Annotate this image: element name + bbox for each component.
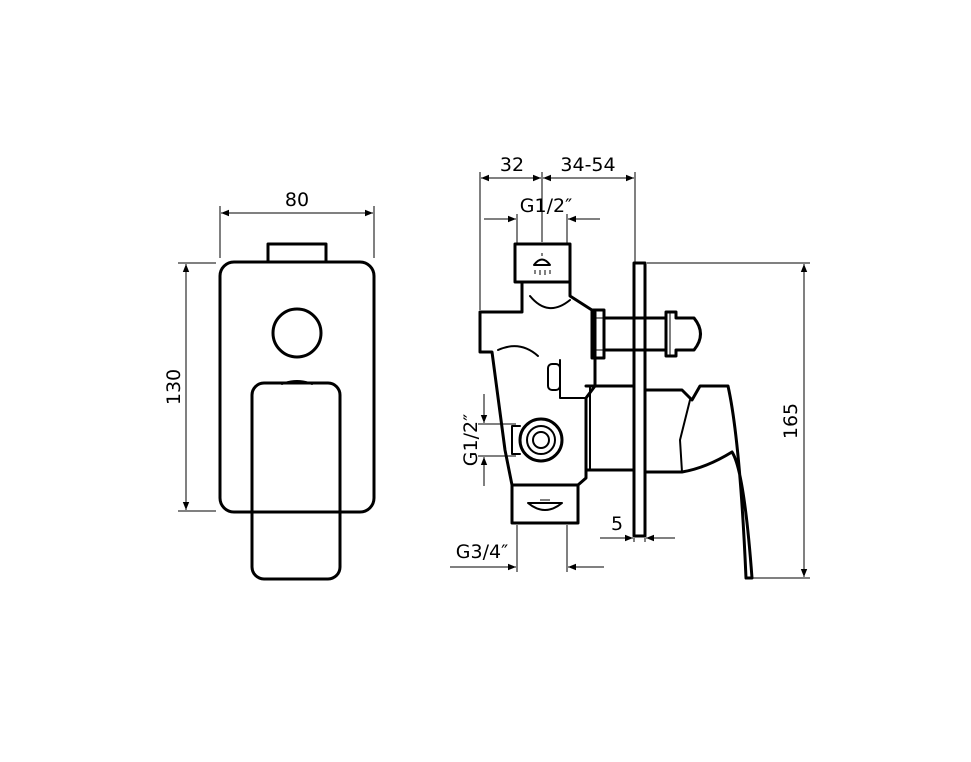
lever-handle-top xyxy=(281,380,313,385)
thread-outlet-top-label: G1/2″ xyxy=(520,195,572,217)
top-tab xyxy=(266,242,328,264)
thread-outlet-bottom-label: G3/4″ xyxy=(456,541,508,563)
total-height-label: 165 xyxy=(780,403,802,439)
inlet-fitting-outer xyxy=(518,417,564,463)
diverter-knob-side xyxy=(664,310,702,358)
bottom-outlet-cap xyxy=(510,483,580,525)
lever-side xyxy=(643,384,754,580)
lever-handle xyxy=(250,381,342,581)
side-view: 32 34-54 G1/2″ G1/2″ G3/4″ 5 165 xyxy=(450,154,810,580)
wall-plate-side xyxy=(632,261,647,538)
wall-plate xyxy=(218,260,376,514)
body-slot xyxy=(547,363,561,391)
thread-inlet-left-label: G1/2″ xyxy=(460,414,482,466)
inlet-fitting-core xyxy=(532,431,550,449)
dim-34-54-label: 34-54 xyxy=(560,154,615,176)
dim-32-label: 32 xyxy=(500,154,524,176)
diverter-knob xyxy=(271,307,323,359)
top-outlet-cap xyxy=(513,242,572,284)
bathtub-spout-icon xyxy=(527,499,563,511)
front-view: 80 130 xyxy=(163,189,376,581)
width-label: 80 xyxy=(285,189,309,211)
plate-thickness-label: 5 xyxy=(611,513,623,535)
cartridge-housing xyxy=(584,384,636,472)
shower-head-icon xyxy=(533,253,551,275)
inlet-fitting-inner xyxy=(526,425,556,455)
height-label: 130 xyxy=(163,369,185,405)
shaft-nut xyxy=(590,308,606,360)
